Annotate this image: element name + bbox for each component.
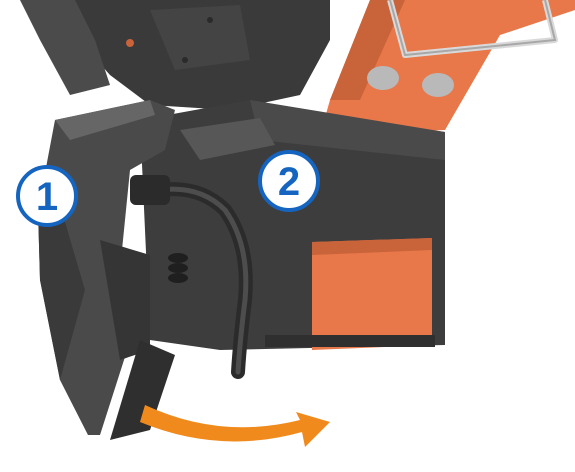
clip-contacts bbox=[168, 253, 188, 283]
callout-1-label: 1 bbox=[36, 175, 58, 219]
strap-hole bbox=[367, 66, 399, 90]
callout-2: 2 bbox=[260, 152, 318, 210]
strap-hole bbox=[422, 73, 454, 97]
upper-collar-strap bbox=[20, 0, 330, 110]
rotate-arrow-icon bbox=[140, 405, 330, 447]
cable-connector bbox=[130, 175, 170, 205]
orange-strap bbox=[320, 0, 575, 135]
callout-2-label: 2 bbox=[278, 160, 300, 204]
callout-1: 1 bbox=[18, 167, 76, 225]
